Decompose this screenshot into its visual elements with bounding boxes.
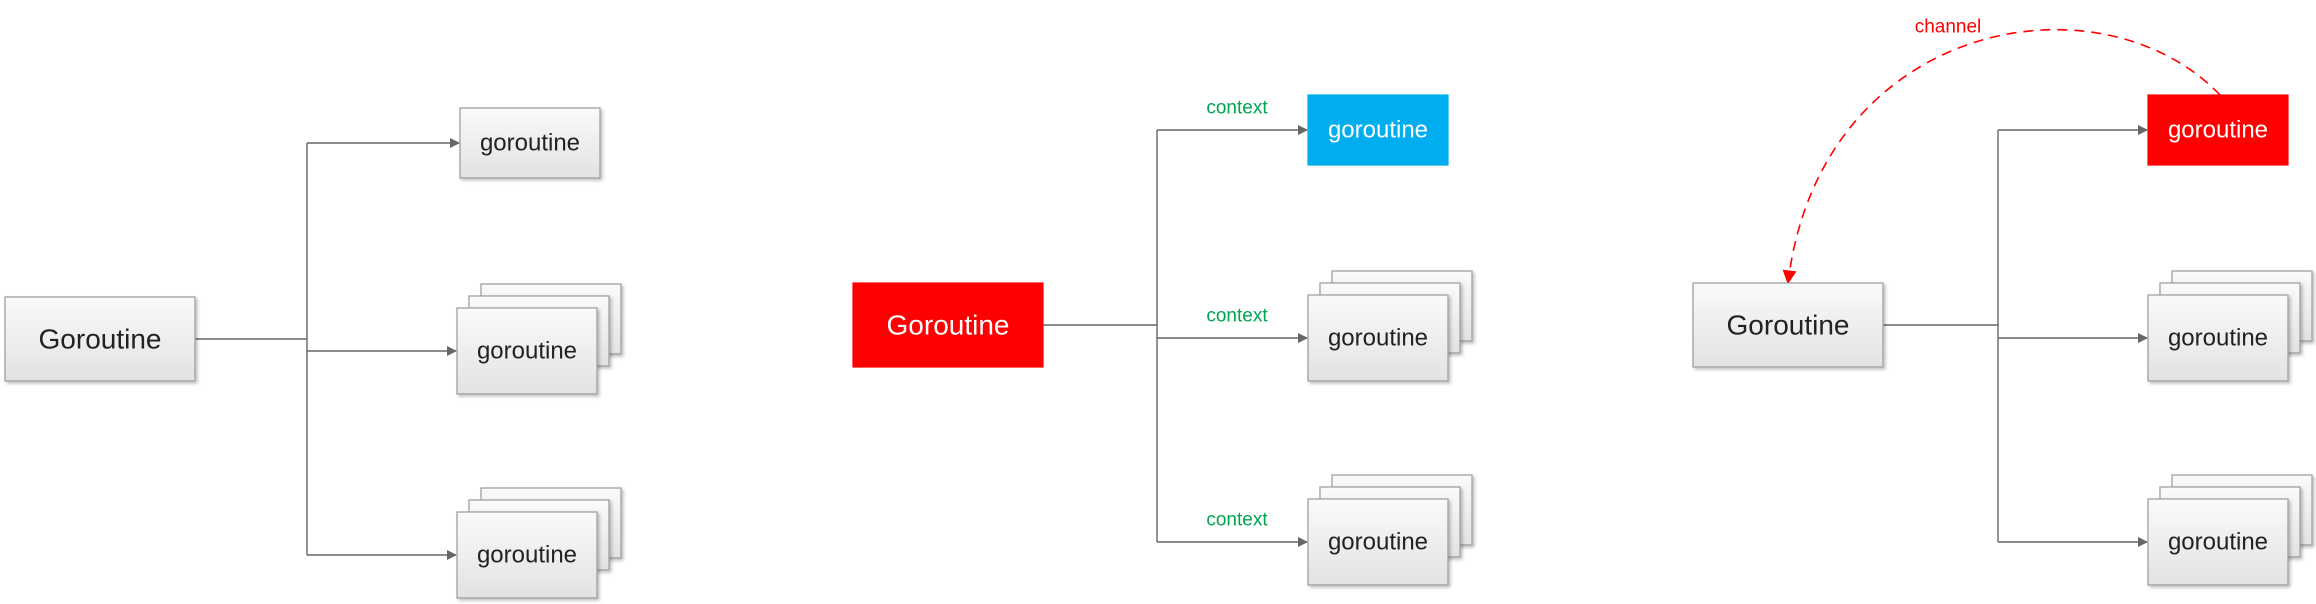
box-label: goroutine — [477, 542, 577, 569]
root-goroutine-box: Goroutine — [1692, 282, 1884, 368]
box-frame — [2147, 294, 2289, 382]
child-goroutine-box-1: goroutine — [2147, 94, 2289, 166]
box-label: goroutine — [1328, 117, 1428, 144]
box-frame — [852, 282, 1044, 368]
box-frame — [1307, 294, 1449, 382]
box-frame — [2147, 94, 2289, 166]
box-label: goroutine — [2168, 325, 2268, 352]
box-label: Goroutine — [1727, 310, 1850, 341]
box-label: Goroutine — [39, 324, 162, 355]
child-goroutine-box-1: goroutine — [1307, 94, 1449, 166]
box-label: goroutine — [2168, 117, 2268, 144]
child-goroutine-box-1: goroutine — [459, 107, 601, 179]
root-goroutine-box: Goroutine — [852, 282, 1044, 368]
box-frame — [1692, 282, 1884, 368]
box-label: goroutine — [1328, 529, 1428, 556]
boxes-layer: GoroutinegoroutinegoroutinegoroutineGoro… — [4, 94, 2313, 599]
child-goroutine-box-2: goroutine — [456, 283, 622, 395]
box-label: goroutine — [477, 338, 577, 365]
box-label: Goroutine — [887, 310, 1010, 341]
panel-1: Goroutine goroutine goroutine goroutine — [4, 107, 622, 599]
edges-layer — [195, 28, 2221, 560]
box-frame — [2147, 498, 2289, 586]
root-goroutine-box: Goroutine — [4, 296, 196, 382]
channel-label: channel — [1915, 17, 1982, 38]
child-goroutine-box-2: goroutine — [1307, 270, 1473, 382]
box-frame — [4, 296, 196, 382]
panel-3: Goroutine goroutine goroutine goroutine — [1692, 94, 2313, 586]
box-label: goroutine — [2168, 529, 2268, 556]
panel-2: Goroutine goroutine goroutine goroutine — [852, 94, 1473, 586]
box-frame — [456, 511, 598, 599]
box-label: goroutine — [1328, 325, 1428, 352]
context-label: context — [1206, 98, 1268, 119]
labels-layer: context context context channel — [1206, 17, 1981, 531]
box-label: goroutine — [480, 130, 580, 157]
child-goroutine-box-3: goroutine — [456, 487, 622, 599]
child-goroutine-box-2: goroutine — [2147, 270, 2313, 382]
context-label: context — [1206, 510, 1268, 531]
box-frame — [1307, 94, 1449, 166]
child-goroutine-box-3: goroutine — [2147, 474, 2313, 586]
box-frame — [456, 307, 598, 395]
box-frame — [459, 107, 601, 179]
context-label: context — [1206, 306, 1268, 327]
box-frame — [1307, 498, 1449, 586]
child-goroutine-box-3: goroutine — [1307, 474, 1473, 586]
channel-curve — [1782, 28, 2221, 285]
